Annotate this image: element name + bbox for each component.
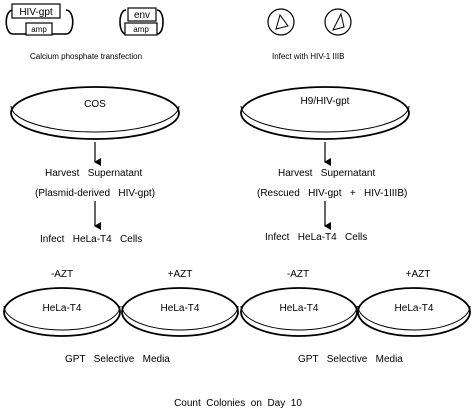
dish-label: COS	[84, 99, 106, 110]
hela-t4-dish: HeLa-T4	[357, 287, 471, 337]
cos-dish: COS	[10, 86, 180, 140]
dish-label: HeLa-T4	[43, 303, 82, 314]
dish-label: H9/HIV-gpt	[301, 96, 350, 107]
plasmid-insert-box	[127, 7, 157, 22]
plasmid-insert-box	[11, 3, 61, 19]
hela-t4-dish: HeLa-T4	[240, 287, 358, 337]
final-step: Count Colonies on Day 10	[174, 398, 302, 409]
plasmid-name: env	[134, 10, 150, 21]
dish-label: HeLa-T4	[395, 303, 434, 314]
env-plasmid: env amp	[119, 7, 164, 36]
harvest-step: Harvest Supernatant	[45, 168, 142, 179]
dish-label: HeLa-T4	[280, 303, 319, 314]
harvest-detail: (Plasmid-derived HIV-gpt)	[35, 188, 155, 199]
harvest-detail: (Rescued HIV-gpt + HIV-1IIIB)	[257, 188, 407, 199]
infected-cell-icon	[267, 8, 295, 36]
infected-cell-icon	[324, 8, 352, 36]
h9-hiv-gpt-dish: H9/HIV-gpt	[240, 86, 410, 140]
condition-label-no-azt: -AZT	[287, 269, 309, 280]
infect-step: Infect HeLa-T4 Cells	[40, 234, 142, 245]
condition-label-no-azt: -AZT	[51, 269, 73, 280]
infection-caption: Infect with HIV-1 IIIB	[272, 52, 344, 61]
hela-t4-dish: HeLa-T4	[121, 287, 239, 337]
media-label: GPT Selective Media	[65, 354, 170, 365]
condition-label-azt: +AZT	[168, 269, 193, 280]
plasmid-marker-box	[25, 22, 53, 36]
condition-label-azt: +AZT	[406, 269, 431, 280]
plasmid-name: HIV-gpt	[19, 7, 53, 18]
plasmid-marker: amp	[31, 25, 47, 34]
plasmid-marker-box	[124, 22, 158, 36]
harvest-step: Harvest Supernatant	[278, 168, 375, 179]
infect-step: Infect HeLa-T4 Cells	[265, 232, 367, 243]
plasmid-marker: amp	[133, 25, 149, 34]
hela-t4-dish: HeLa-T4	[3, 287, 121, 337]
transfection-caption: Calcium phosphate transfection	[30, 52, 142, 61]
hiv-gpt-plasmid: HIV-gpt amp	[5, 3, 74, 36]
media-label: GPT Selective Media	[298, 354, 403, 365]
dish-label: HeLa-T4	[161, 303, 200, 314]
